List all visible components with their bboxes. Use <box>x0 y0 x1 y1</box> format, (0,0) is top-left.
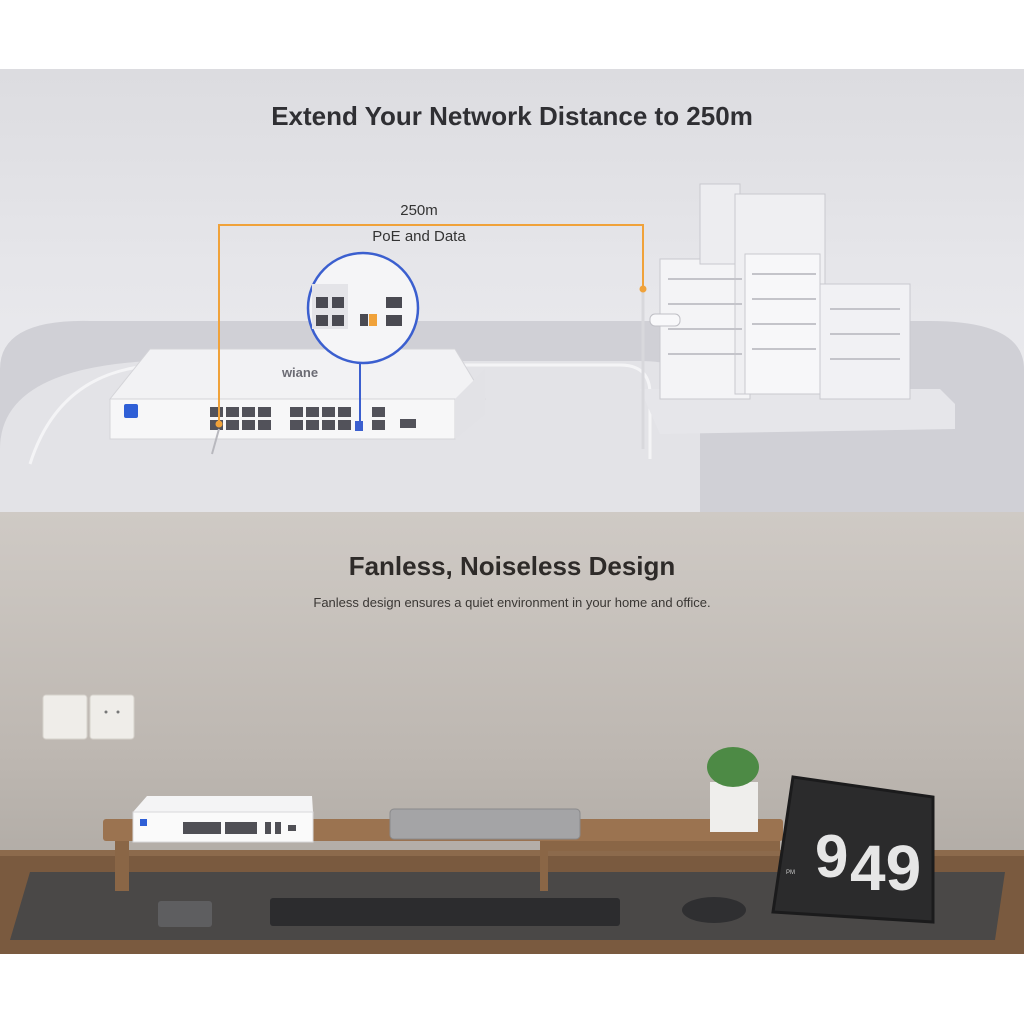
clock-minute: 49 <box>850 832 921 904</box>
device-brand-text: wiane <box>281 365 318 380</box>
cable-path <box>211 224 647 455</box>
cable-label: PoE and Data <box>372 228 466 245</box>
plant-pot <box>710 782 758 832</box>
poe-switch-on-shelf <box>132 796 314 843</box>
network-distance-panel: wiane Extend Your Network Distance to <box>0 69 1024 512</box>
phone-illustration <box>158 901 212 927</box>
brand-logo-icon <box>124 404 138 418</box>
clock-hour: 9 <box>815 823 848 890</box>
mouse-illustration <box>682 897 746 923</box>
section-title: Extend Your Network Distance to 250m <box>271 101 753 131</box>
clock-period: PM <box>786 870 795 876</box>
building-illustration <box>640 183 955 434</box>
port-zoom-callout <box>306 251 420 431</box>
section-subtitle: Fanless design ensures a quiet environme… <box>313 595 711 610</box>
distance-label: 250m <box>400 202 438 219</box>
camera-icon <box>649 313 681 327</box>
poe-switch-illustration: wiane <box>108 348 486 440</box>
section-title: Fanless, Noiseless Design <box>348 551 676 581</box>
laptop-illustration <box>389 808 581 840</box>
plant-icon <box>707 747 759 787</box>
flip-clock-illustration: 9 49 PM <box>771 775 935 924</box>
desk-scene-illustration: 9 49 PM <box>0 694 1024 954</box>
network-illustration: wiane <box>0 183 1024 512</box>
fanless-design-panel: 9 49 PM Fanless, Noiseless Design Fanles… <box>0 512 1024 954</box>
keyboard-illustration <box>270 898 620 926</box>
power-outlet-icon <box>89 694 135 740</box>
light-switch-icon <box>42 694 88 740</box>
